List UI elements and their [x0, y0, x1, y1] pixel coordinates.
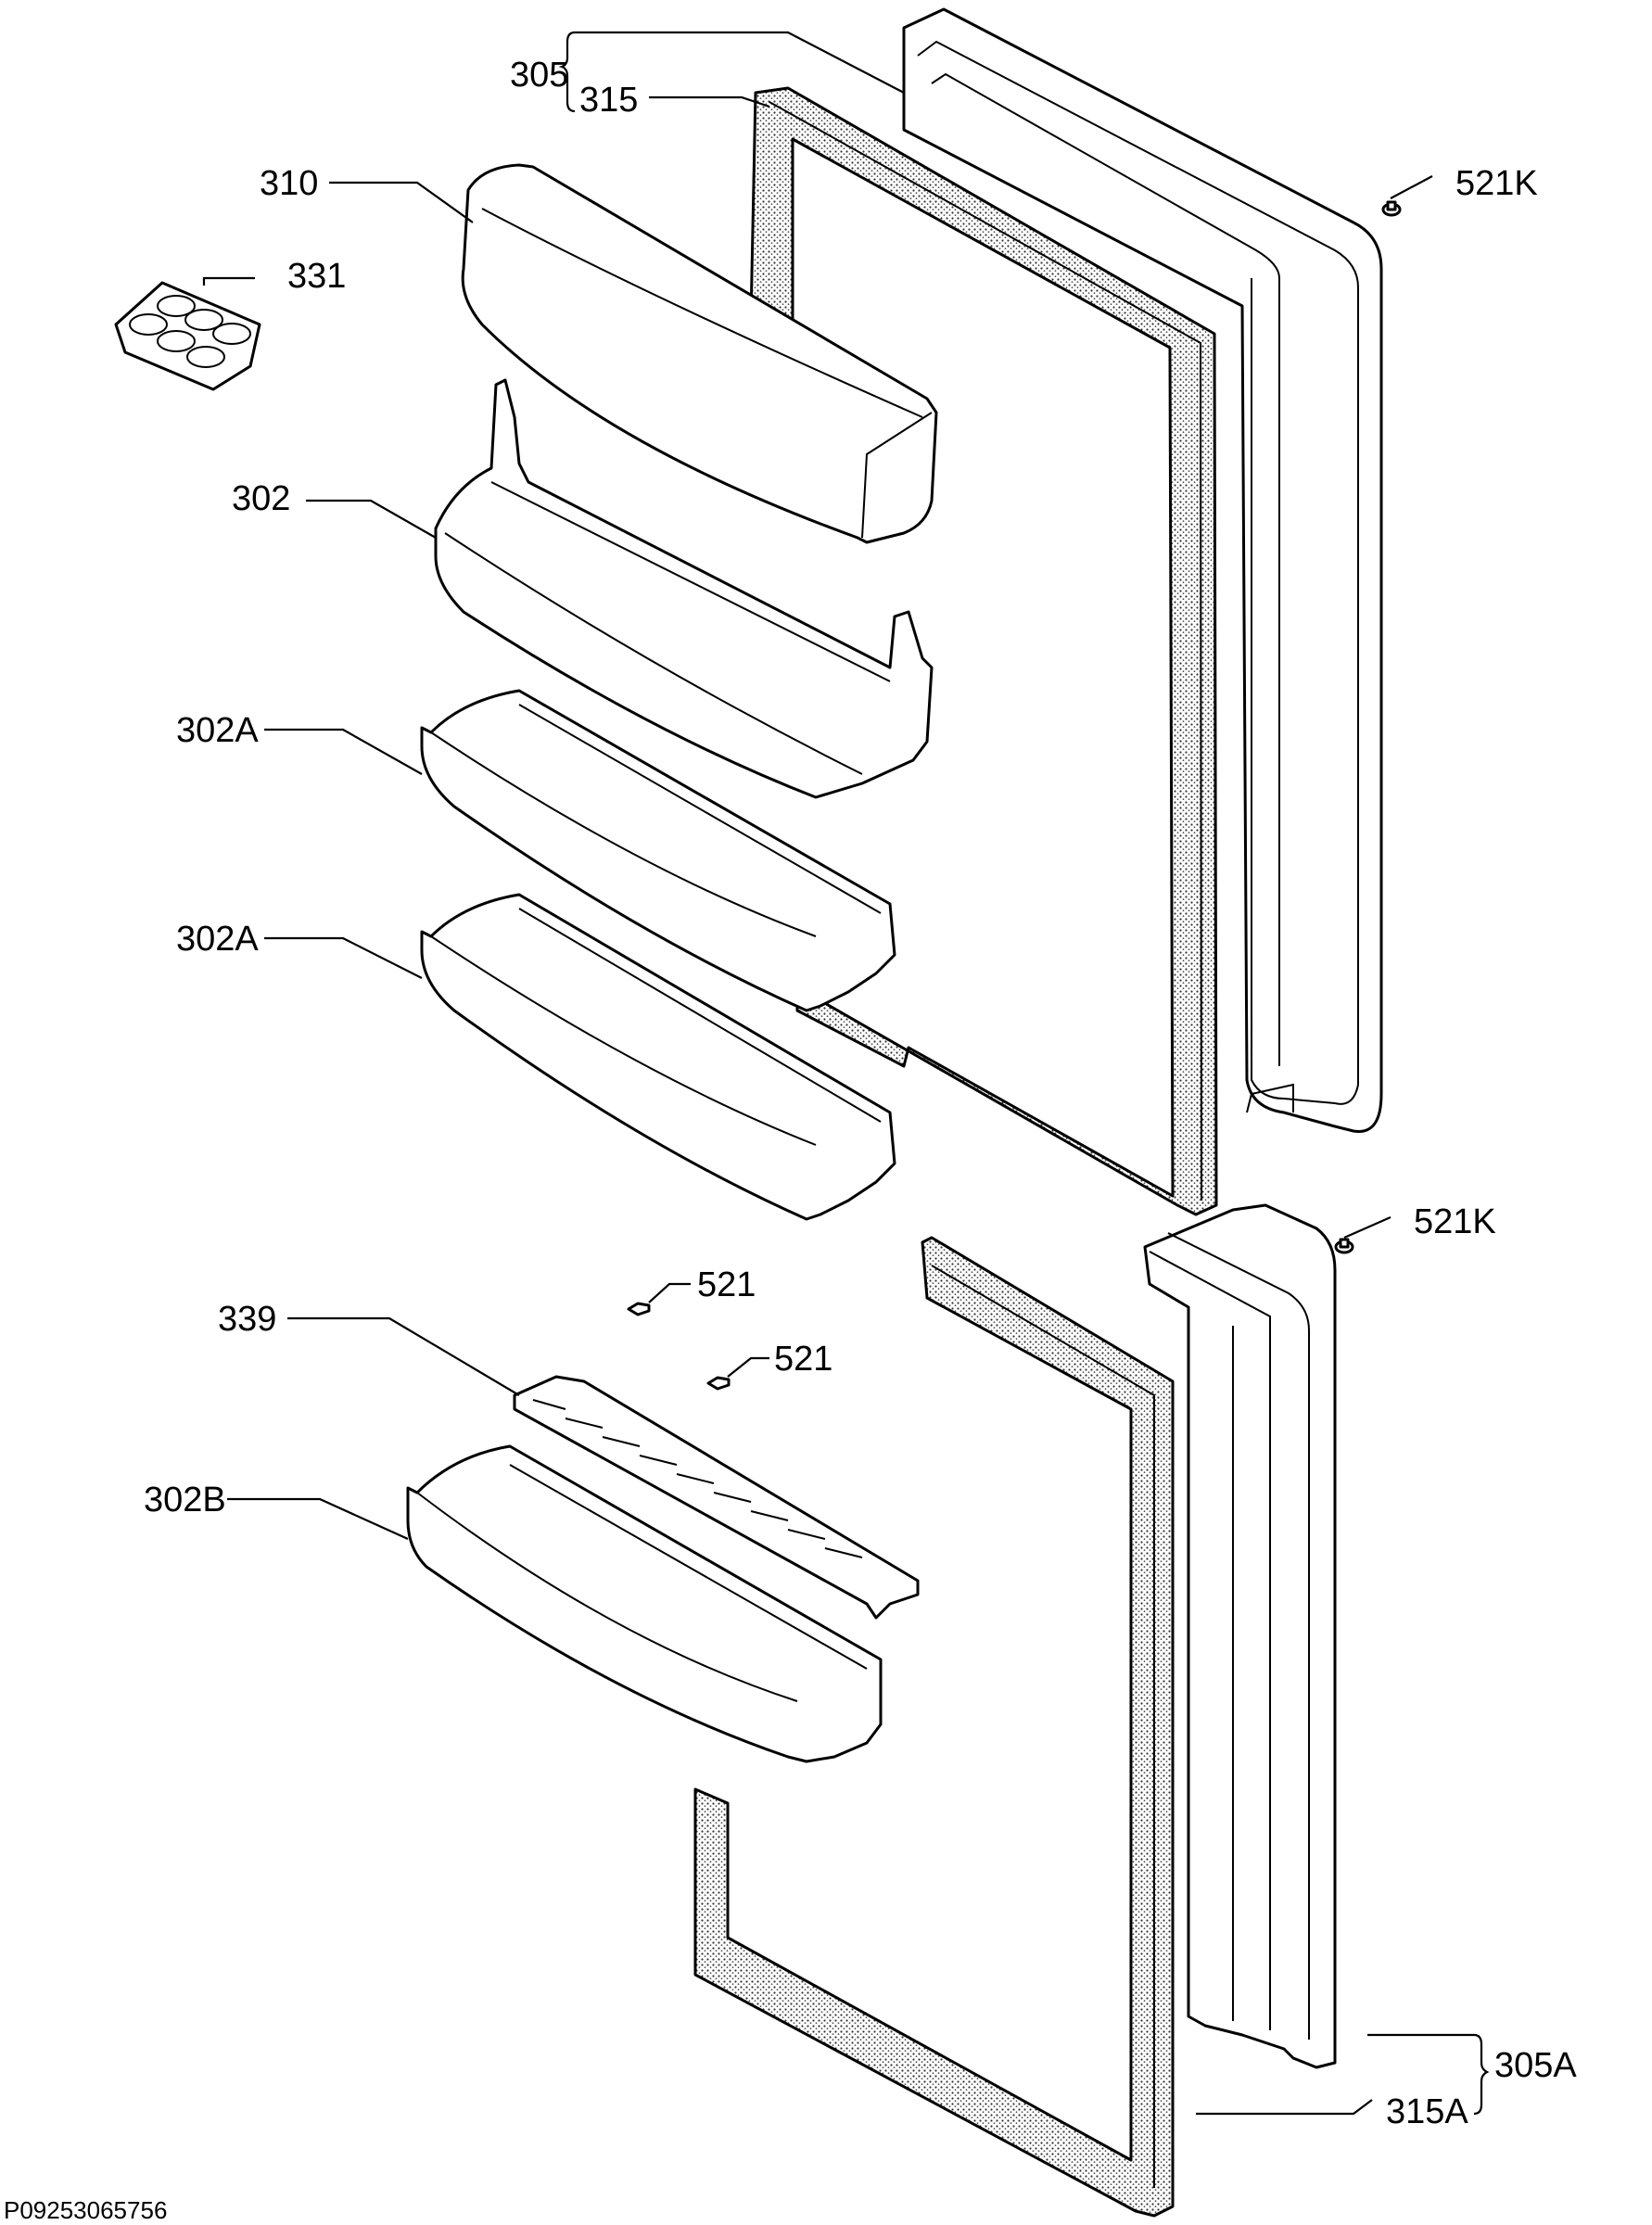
door-shelf-302: [434, 378, 934, 799]
label-339: 339: [218, 1300, 276, 1339]
drawing-code: P09253065756: [4, 2196, 167, 2224]
door-shelf-302a-upper: [420, 689, 896, 1012]
label-521-2: 521: [774, 1340, 832, 1379]
egg-tray: [114, 281, 261, 391]
upper-door-gasket: [749, 86, 1218, 1216]
label-302a-lower: 302A: [176, 920, 259, 959]
label-310: 310: [260, 164, 318, 203]
label-315: 315: [579, 81, 638, 120]
label-521-1: 521: [697, 1265, 756, 1304]
upper-door: [902, 7, 1383, 1133]
label-331: 331: [287, 257, 346, 296]
screw-521-2: [706, 1376, 731, 1391]
label-315a: 315A: [1386, 2092, 1468, 2131]
shelf-cover: [461, 163, 938, 544]
screw-521k-upper: [1381, 200, 1402, 217]
screw-521-1: [627, 1302, 651, 1316]
leader-lines: [202, 31, 1490, 2116]
label-302: 302: [232, 479, 290, 518]
door-shelf-302a-lower: [420, 893, 896, 1221]
label-302b: 302B: [144, 1481, 226, 1519]
label-305: 305: [510, 56, 568, 95]
label-302a-upper: 302A: [176, 711, 259, 750]
part-labels: 305 315 310 331 302 302A 302A 521K 521K …: [144, 56, 1577, 2131]
label-521k-upper: 521K: [1455, 164, 1538, 203]
screw-521k-lower: [1334, 1238, 1354, 1254]
label-305a: 305A: [1494, 2046, 1577, 2085]
bottle-rack: [513, 1375, 920, 1620]
lower-door-gasket: [693, 1236, 1175, 2218]
lower-door: [1143, 1203, 1337, 2069]
door-shelf-302b: [406, 1444, 883, 1763]
label-521k-lower: 521K: [1414, 1202, 1496, 1241]
